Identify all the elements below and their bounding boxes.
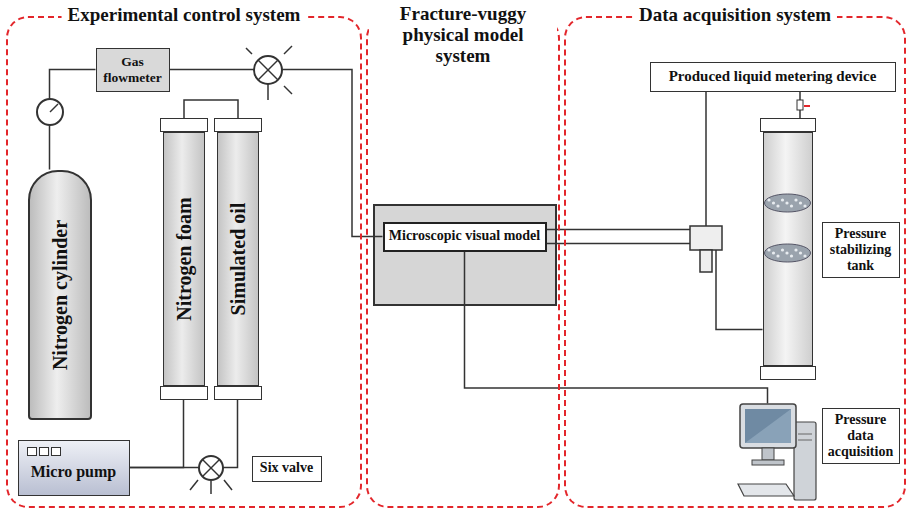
end-cap	[214, 118, 262, 132]
computer-icon	[736, 400, 818, 504]
box-node: Produced liquid metering device	[650, 62, 896, 92]
box-node: Six valve	[252, 456, 322, 482]
system-region: Fracture-vuggy physical model systemMicr…	[366, 16, 560, 508]
pump-button	[39, 447, 49, 456]
column-node: Simulated oil	[214, 118, 262, 400]
box-label: Gas flowmeter	[97, 54, 169, 85]
cylinder-label: Nitrogen cylinder	[48, 219, 71, 369]
pump-node: Micro pump	[18, 440, 130, 496]
outlet-wire	[797, 92, 810, 118]
box-node: Gas flowmeter	[96, 48, 170, 92]
gravel-layers	[764, 133, 811, 364]
region-title: Data acquisition system	[633, 4, 837, 26]
box-label: Six valve	[260, 460, 313, 476]
box-label: Produced liquid metering device	[669, 68, 877, 85]
pipe-line	[465, 252, 768, 404]
model-node: Microscopic visual model	[383, 222, 547, 252]
model-label: Microscopic visual model	[389, 228, 540, 244]
end-cap	[760, 366, 816, 380]
end-cap	[214, 386, 262, 400]
column-label: Simulated oil	[226, 202, 249, 315]
pump-button	[51, 447, 61, 456]
pipe-line	[130, 400, 238, 468]
cyl-node: Nitrogen cylinder	[28, 170, 92, 420]
pipe-line	[547, 92, 707, 230]
pressure-gauge	[37, 99, 63, 125]
computer-label: Pressure data acquisition	[825, 412, 897, 460]
tank-label: Pressure stabilizing tank	[825, 226, 897, 274]
pump-button	[27, 447, 37, 456]
label-box: Pressure stabilizing tank	[822, 222, 900, 278]
end-cap	[760, 118, 816, 132]
four-way-valve	[184, 46, 292, 118]
region-title: Fracture-vuggy physical model system	[369, 4, 557, 67]
tank-body	[763, 132, 813, 366]
end-cap	[160, 118, 208, 132]
pipe-line	[130, 400, 184, 468]
computer-node: Pressure data acquisition	[736, 400, 900, 504]
tank-node: Pressure stabilizing tank	[752, 118, 900, 380]
six-way-valve	[190, 456, 232, 494]
system-region: Experimental control systemNitrogen cyli…	[6, 16, 362, 508]
pipe-line	[547, 244, 763, 330]
pump-label: Micro pump	[19, 463, 129, 481]
end-cap	[160, 386, 208, 400]
column-node: Nitrogen foam	[160, 118, 208, 400]
tee-connector	[690, 226, 722, 272]
region-title: Experimental control system	[62, 4, 307, 26]
column-body: Nitrogen foam	[163, 132, 205, 386]
label-box: Pressure data acquisition	[822, 408, 900, 464]
column-label: Nitrogen foam	[172, 197, 195, 321]
column-body: Simulated oil	[217, 132, 259, 386]
system-region: Data acquisition systemProduced liquid m…	[564, 16, 906, 508]
